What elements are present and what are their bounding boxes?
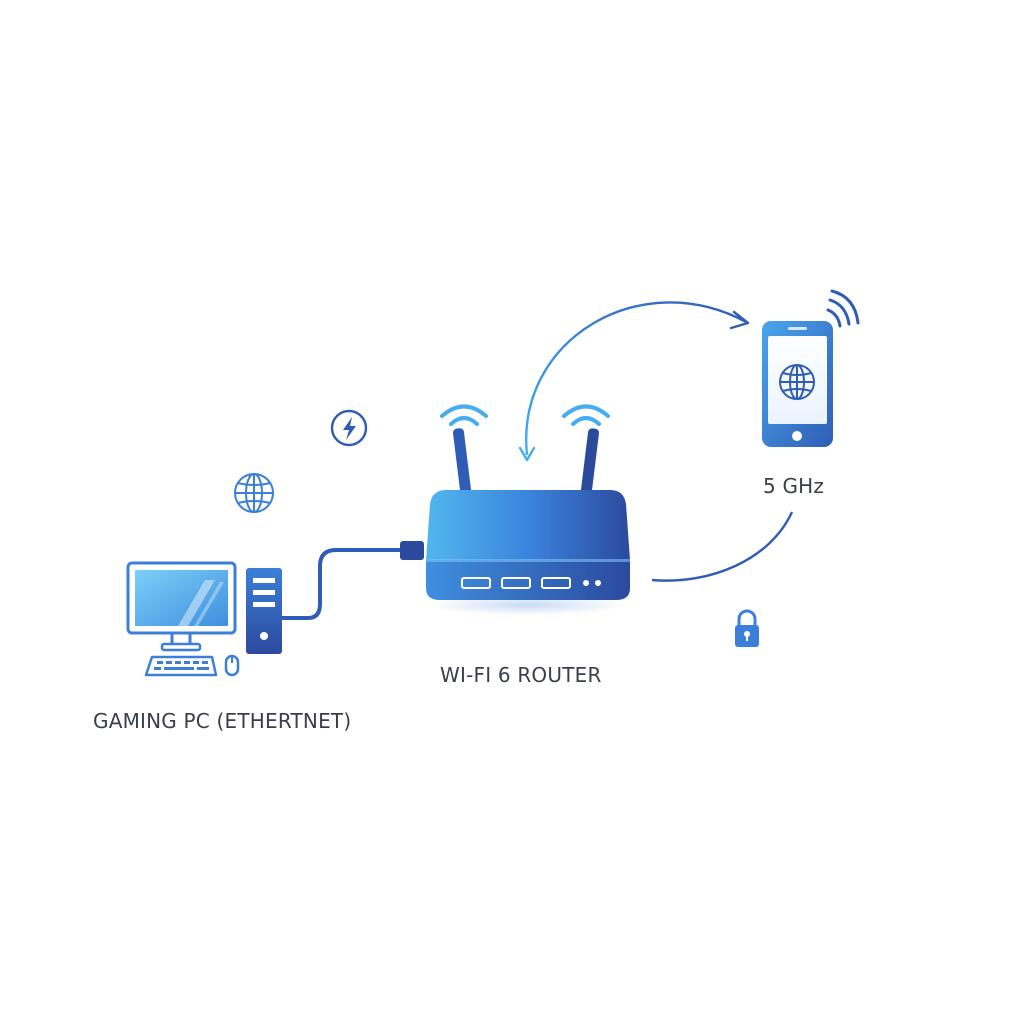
router-body-front — [426, 560, 630, 600]
arc-arrowhead-router — [518, 446, 536, 462]
router-label: WI-FI 6 ROUTER — [440, 663, 602, 687]
ethernet-plug — [400, 541, 424, 560]
pc-tower — [246, 568, 282, 654]
gaming-pc-label: GAMING PC (ETHERTNET) — [93, 709, 352, 733]
router-antenna-left — [452, 428, 472, 499]
router-to-phone-arc — [525, 301, 747, 456]
router-body-top — [426, 490, 630, 572]
router-led — [583, 580, 589, 586]
globe-icon — [779, 364, 815, 400]
router — [426, 404, 630, 615]
smartphone — [762, 321, 833, 447]
lock-icon — [735, 609, 759, 647]
gaming-pc — [126, 561, 282, 677]
wifi-signal-icon-left — [440, 404, 488, 426]
monitor-screen — [135, 570, 228, 626]
ethernet-cable — [280, 548, 402, 620]
globe-icon — [234, 473, 274, 513]
lightning-icon — [330, 409, 368, 447]
keyboard — [144, 655, 218, 677]
mouse — [224, 654, 240, 677]
router-ports — [461, 577, 571, 589]
router-antenna-right — [580, 428, 600, 499]
band-label: 5 GHz — [763, 474, 825, 498]
wifi-signal-icon-right — [562, 404, 610, 426]
wifi-signal-icon-phone — [826, 289, 860, 328]
router-led — [595, 580, 601, 586]
arc-arrowhead-phone — [729, 310, 750, 330]
phone-to-router-arc — [651, 511, 794, 582]
